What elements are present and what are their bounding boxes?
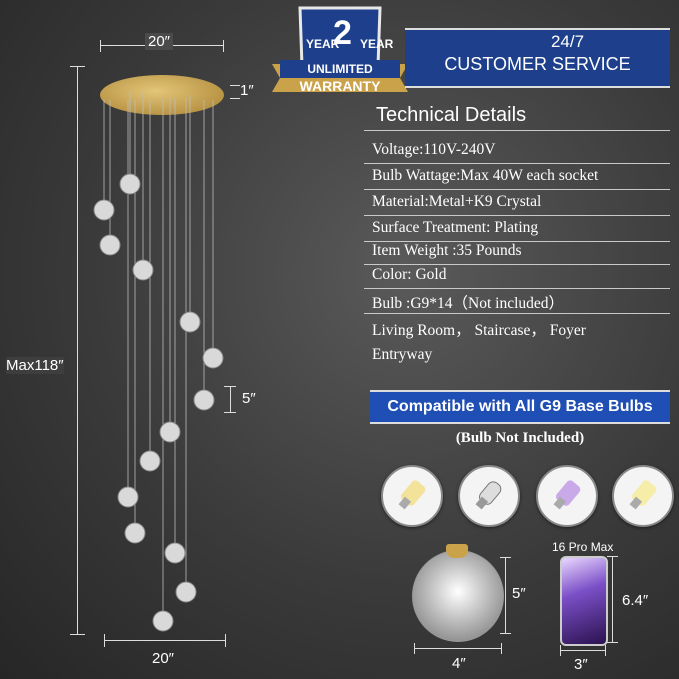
spec-separator bbox=[364, 189, 670, 190]
service-hours: 24/7 bbox=[550, 32, 585, 51]
spec-separator bbox=[364, 313, 670, 314]
spec-row: Bulb :G9*14（Not included） bbox=[372, 295, 565, 312]
spec-separator bbox=[364, 241, 670, 242]
spec-separator bbox=[364, 215, 670, 216]
warranty-number: 2 bbox=[333, 14, 352, 52]
warranty-label: WARRANTY bbox=[299, 78, 381, 94]
spec-row: Surface Treatment: Plating bbox=[372, 219, 539, 236]
crystal-shade-closeup bbox=[412, 550, 504, 642]
spec-row: Material:Metal+K9 Crystal bbox=[372, 193, 542, 210]
warranty-badge: YEAR 2 YEAR UNLIMITED WARRANTY bbox=[270, 4, 410, 104]
spec-row: Voltage:110V-240V bbox=[372, 141, 496, 158]
spec-row: Color: Gold bbox=[372, 266, 447, 283]
spec-separator bbox=[364, 264, 670, 265]
phone-height-label: 6.4″ bbox=[622, 592, 649, 609]
technical-details-title: Technical Details bbox=[376, 104, 527, 126]
height-dimension-line bbox=[77, 66, 78, 634]
warranty-year-left: YEAR bbox=[306, 37, 340, 51]
service-label: CUSTOMER SERVICE bbox=[444, 54, 631, 74]
spec-row: Living Room， Staircase， Foyer bbox=[372, 322, 586, 339]
shield-icon bbox=[272, 6, 408, 92]
canopy bbox=[100, 75, 224, 115]
spec-separator bbox=[364, 288, 670, 289]
led-bulb-warm-icon bbox=[381, 465, 443, 527]
compat-banner: Compatible with All G9 Base Bulbs bbox=[370, 390, 670, 424]
max-height-label: Max118″ bbox=[6, 357, 64, 374]
spec-row: Item Weight :35 Pounds bbox=[372, 242, 522, 259]
phone-label: 16 Pro Max bbox=[552, 540, 614, 554]
canopy-height-label: 1″ bbox=[240, 82, 254, 99]
spec-row: Entryway bbox=[372, 346, 433, 363]
phone-width-label: 3″ bbox=[574, 656, 588, 673]
pendant-lights bbox=[93, 92, 224, 632]
shade-height-label: 5″ bbox=[512, 585, 526, 602]
compat-note: (Bulb Not Included) bbox=[455, 430, 585, 446]
phone-illustration bbox=[560, 556, 608, 646]
rgb-bulb-icon bbox=[536, 465, 598, 527]
led-bulb-cool-icon bbox=[612, 465, 674, 527]
halogen-bulb-icon bbox=[458, 465, 520, 527]
shade-cap bbox=[446, 544, 468, 558]
bottom-dimension-line bbox=[104, 640, 226, 641]
spec-separator bbox=[364, 163, 670, 164]
spec-row: Bulb Wattage:Max 40W each socket bbox=[372, 167, 599, 184]
warranty-unlimited: UNLIMITED bbox=[307, 62, 373, 76]
top-width-label: 20″ bbox=[145, 33, 173, 50]
compat-banner-text: Compatible with All G9 Base Bulbs bbox=[387, 398, 653, 415]
bottom-width-label: 20″ bbox=[152, 650, 174, 667]
customer-service-banner: 24/7 CUSTOMER SERVICE bbox=[405, 28, 670, 88]
shade-width-label: 4″ bbox=[452, 655, 466, 672]
spacing-label: 5″ bbox=[242, 390, 256, 407]
warranty-year-right: YEAR bbox=[360, 37, 394, 51]
